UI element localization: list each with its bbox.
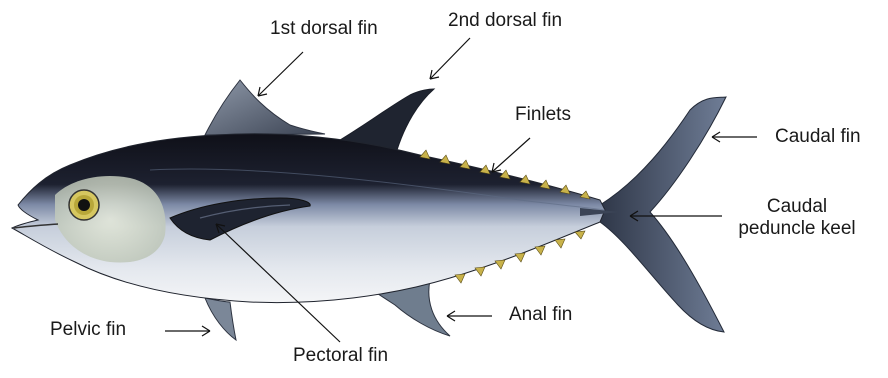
label-first-dorsal-fin: 1st dorsal fin (270, 18, 378, 40)
label-finlets: Finlets (515, 104, 571, 126)
label-pectoral-fin: Pectoral fin (293, 345, 388, 367)
label-second-dorsal-fin: 2nd dorsal fin (448, 10, 562, 32)
caudal-fin-shape (600, 97, 726, 332)
label-anal-fin: Anal fin (509, 304, 572, 326)
first-dorsal-fin-shape (205, 80, 325, 135)
label-caudal-fin: Caudal fin (775, 126, 861, 148)
label-caudal-keel-line1: Caudal (722, 196, 872, 218)
label-caudal-keel-line2: peduncle keel (722, 218, 872, 240)
label-caudal-peduncle-keel: Caudal peduncle keel (722, 196, 872, 240)
second-dorsal-fin-shape (340, 89, 434, 150)
eye-pupil (78, 199, 90, 211)
pelvic-fin-shape (205, 298, 236, 340)
label-pelvic-fin: Pelvic fin (50, 319, 126, 341)
